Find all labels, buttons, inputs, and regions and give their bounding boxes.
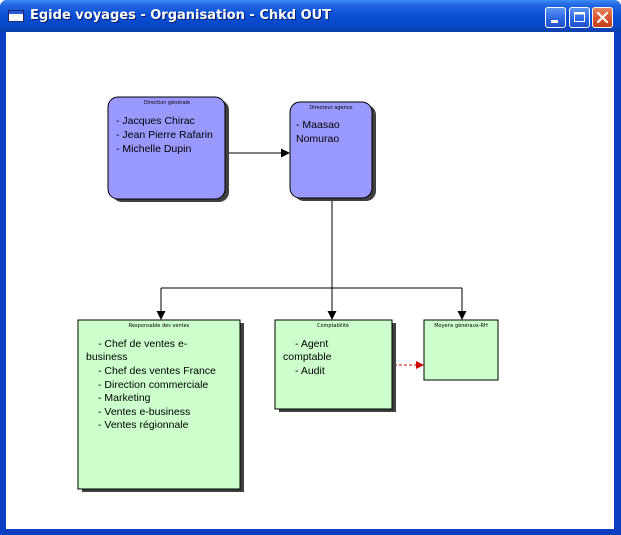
node-line: - Chef de ventes e-: [98, 338, 188, 350]
node-title: Directeur agence: [309, 105, 352, 111]
node-line: - Jacques Chirac: [116, 115, 195, 127]
node-directeur-agence[interactable]: Directeur agence - Maasao Nomurao: [289, 101, 376, 201]
node-moyens-generaux[interactable]: Moyens généraux-RH: [423, 319, 499, 381]
node-line: - Ventes régionnale: [98, 419, 189, 431]
minimize-icon: [551, 20, 558, 23]
node-line: - Marketing: [98, 392, 151, 404]
node-line: Nomurao: [296, 133, 339, 145]
node-line: - Direction commerciale: [98, 379, 208, 391]
close-icon: [596, 11, 609, 24]
node-line: - Ventes e-business: [98, 406, 190, 418]
minimize-button[interactable]: [545, 7, 566, 28]
node-title: Responsable des ventes: [129, 323, 190, 329]
node-direction-generale[interactable]: Direction générale - Jacques Chirac - Je…: [107, 96, 229, 202]
node-line: comptable: [283, 351, 332, 363]
node-responsable-ventes[interactable]: Responsable des ventes - Chef de ventes …: [77, 319, 244, 492]
node-line: - Chef des ventes France: [98, 365, 216, 377]
node-line: - Audit: [295, 365, 325, 377]
window-title: Egide voyages - Organisation - Chkd OUT: [30, 8, 332, 23]
node-line: - Michelle Dupin: [116, 143, 191, 155]
node-title: Comptabilité: [317, 322, 349, 329]
close-button[interactable]: [592, 7, 613, 28]
diagram-canvas: Direction générale - Jacques Chirac - Je…: [6, 32, 614, 529]
node-title: Moyens généraux-RH: [434, 322, 488, 329]
window-icon[interactable]: [8, 10, 24, 22]
org-chart: Direction générale - Jacques Chirac - Je…: [77, 96, 499, 492]
node-line: - Maasao: [296, 119, 340, 131]
node-line: - Agent: [295, 338, 328, 350]
title-bar[interactable]: Egide voyages - Organisation - Chkd OUT: [0, 0, 621, 32]
node-line: business: [86, 351, 127, 363]
node-line: - Jean Pierre Rafarin: [116, 129, 213, 141]
maximize-icon: [574, 12, 585, 22]
node-comptabilite[interactable]: Comptabilité - Agent comptable - Audit: [274, 319, 396, 412]
maximize-button[interactable]: [569, 7, 590, 28]
node-title: Direction générale: [144, 99, 190, 106]
